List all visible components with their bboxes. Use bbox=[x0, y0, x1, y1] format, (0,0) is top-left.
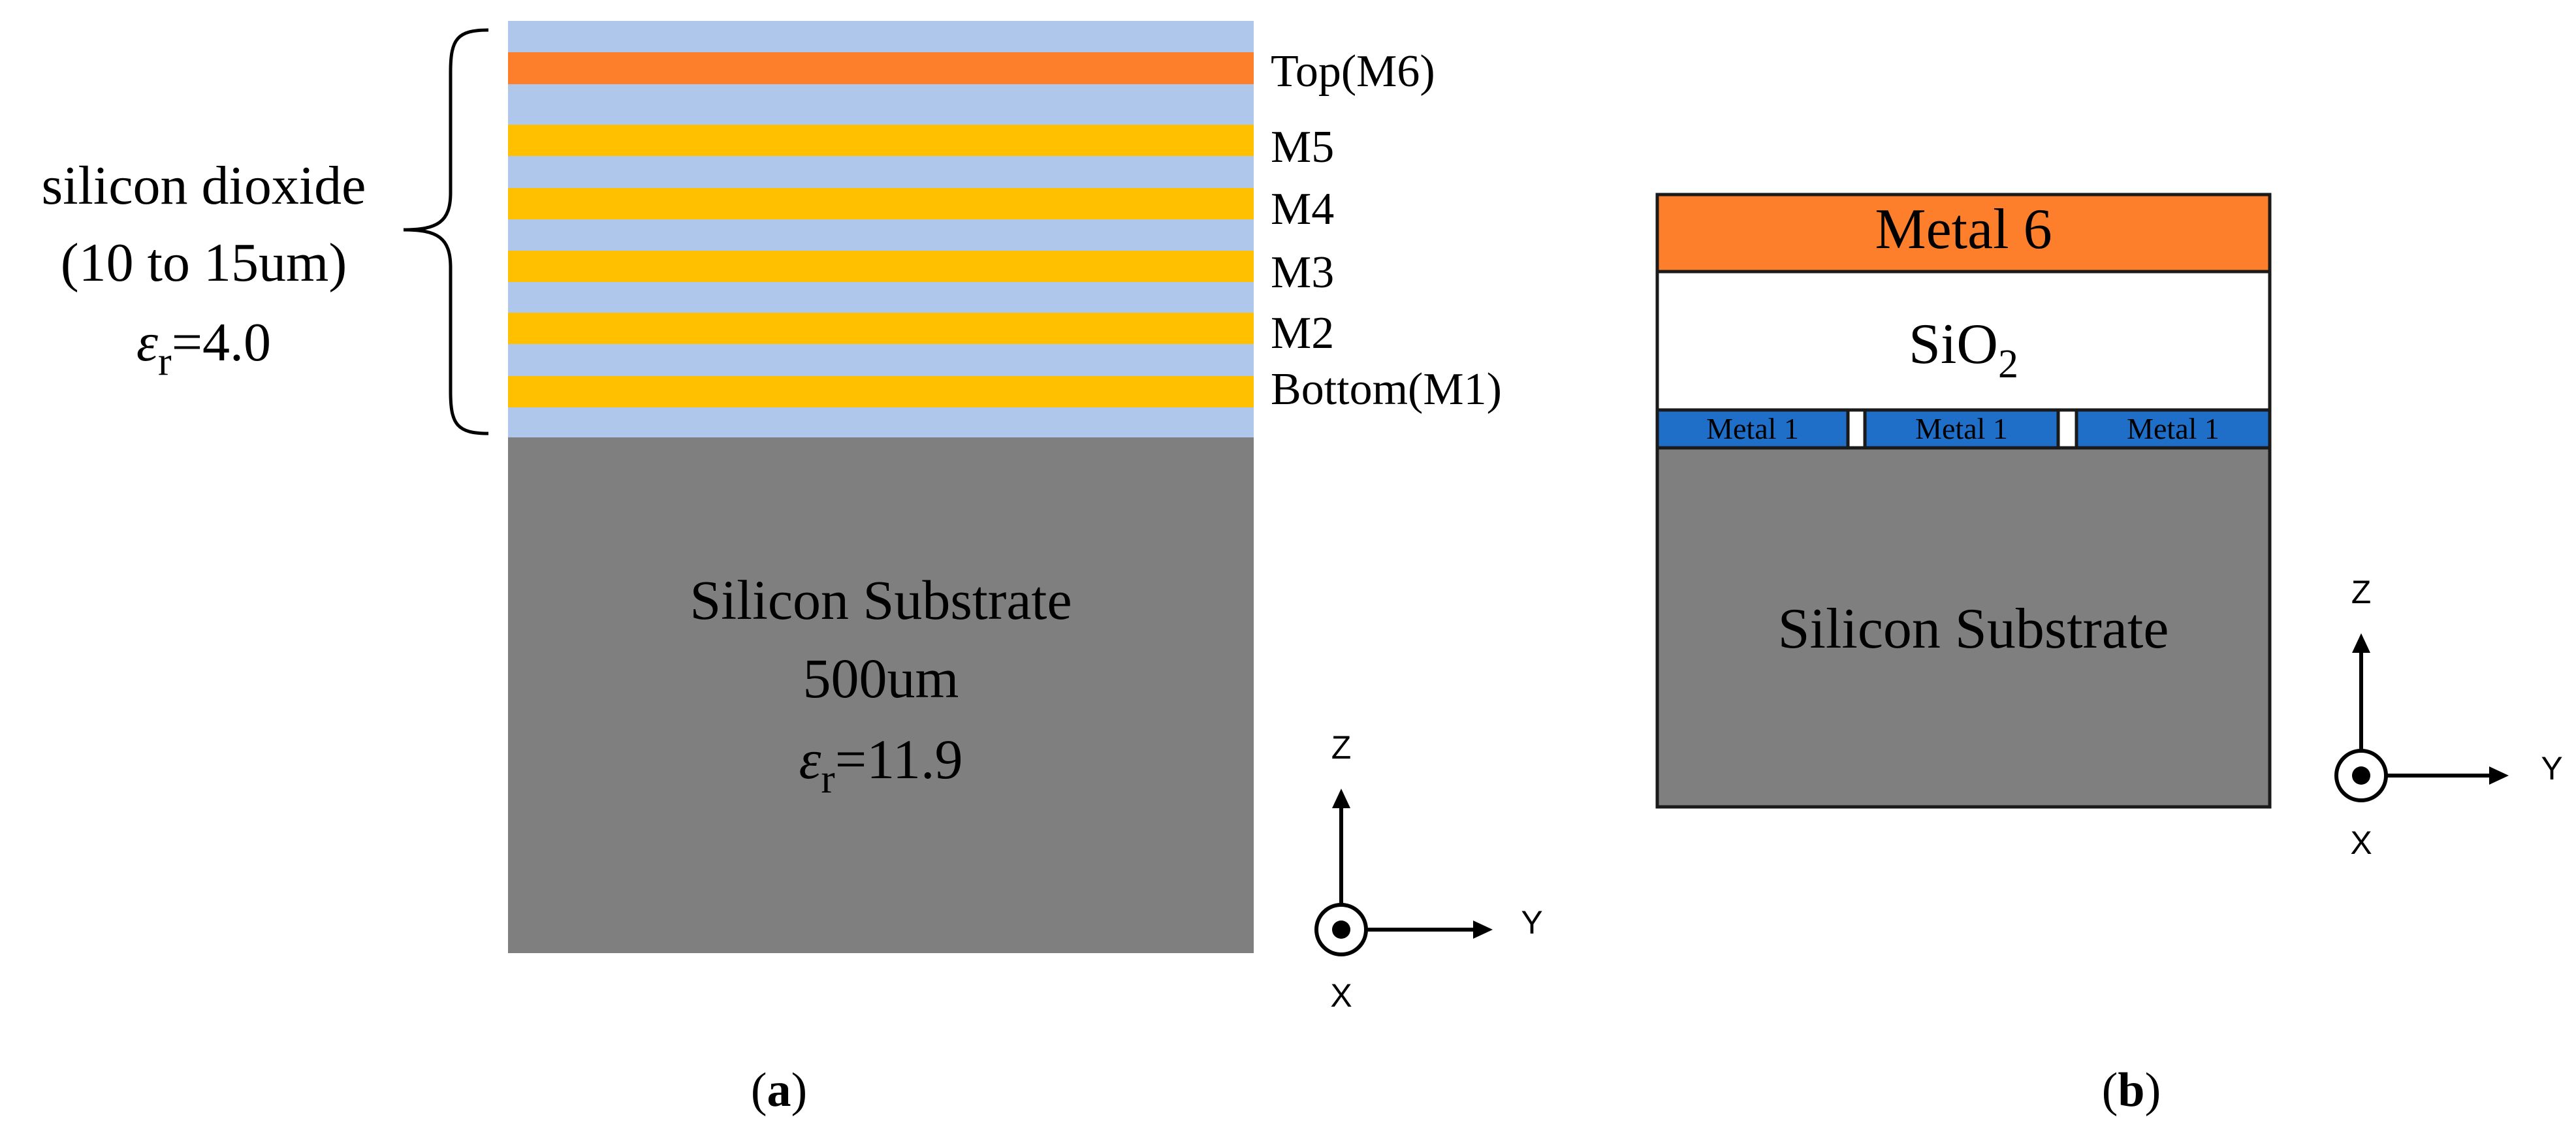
panel-b: Metal 6 SiO2 Metal 1 Metal 1 Metal 1 Sil… bbox=[1655, 193, 2563, 1117]
caption-a: (a) bbox=[751, 1063, 807, 1117]
layer-label-m3: M3 bbox=[1271, 247, 1334, 298]
metal-layer-m5 bbox=[508, 125, 1254, 156]
y-arrowhead bbox=[1473, 920, 1493, 939]
substrate-thickness: 500um bbox=[803, 647, 959, 710]
metal1-segment-2 bbox=[1863, 408, 2060, 450]
epsilon-subscript: r bbox=[158, 339, 172, 384]
axis-label-z: Z bbox=[1331, 729, 1352, 766]
metal-layer-top-m6 bbox=[508, 52, 1254, 84]
silicon-substrate-block bbox=[508, 437, 1254, 953]
epsilon-symbol: ε bbox=[799, 728, 821, 791]
oxide-stack bbox=[508, 21, 1254, 437]
epsilon-value: =4.0 bbox=[172, 312, 271, 373]
layer-label-top: Top(M6) bbox=[1271, 46, 1435, 97]
epsilon-subscript: r bbox=[821, 755, 835, 802]
layer-label-m5: M5 bbox=[1271, 122, 1334, 172]
epsilon-value: =11.9 bbox=[835, 728, 963, 791]
metal1-label-2: Metal 1 bbox=[1915, 412, 2008, 445]
sio2-main: SiO bbox=[1909, 313, 1998, 376]
caption-a-letter: a bbox=[767, 1063, 791, 1117]
metal1-label-1: Metal 1 bbox=[1706, 412, 1799, 445]
metal1-segment-1 bbox=[1655, 408, 1850, 450]
caption-b: (b) bbox=[2102, 1063, 2161, 1117]
substrate-name: Silicon Substrate bbox=[690, 569, 1072, 631]
axis-label-z: Z bbox=[2351, 574, 2372, 610]
axis-label-x: X bbox=[1330, 977, 1352, 1014]
metal-layer-bottom-m1 bbox=[508, 376, 1254, 407]
epsilon-symbol: ε bbox=[136, 312, 159, 373]
substrate-label-b: Silicon Substrate bbox=[1778, 597, 2169, 661]
oxide-label-line1: silicon dioxide bbox=[42, 155, 366, 216]
layer-label-m2: M2 bbox=[1271, 308, 1334, 358]
layer-label-bottom: Bottom(M1) bbox=[1271, 364, 1502, 415]
axis-label-y: Y bbox=[1521, 904, 1542, 941]
sio2-layer bbox=[1655, 270, 2272, 412]
z-arrowhead bbox=[2352, 633, 2370, 653]
metal-layer-m3 bbox=[508, 251, 1254, 282]
substrate-block-b bbox=[1655, 446, 2272, 809]
caption-b-letter: b bbox=[2118, 1063, 2144, 1117]
layer-label-m4: M4 bbox=[1271, 184, 1334, 234]
oxide-permittivity: εr=4.0 bbox=[136, 312, 271, 384]
metal-layer-m2 bbox=[508, 313, 1254, 344]
sio2-label: SiO2 bbox=[1909, 313, 2018, 386]
metal6-label: Metal 6 bbox=[1875, 198, 2052, 261]
axis-label-x: X bbox=[2350, 825, 2372, 861]
metal1-label-3: Metal 1 bbox=[2127, 412, 2219, 445]
metal1-segment-3 bbox=[2075, 408, 2272, 450]
axes-a: Z Y X bbox=[1314, 729, 1543, 1014]
oxide-label-line2: (10 to 15um) bbox=[61, 232, 347, 293]
panel-a: silicon dioxide (10 to 15um) εr=4.0 Top(… bbox=[42, 21, 1543, 1117]
z-arrowhead bbox=[1332, 789, 1350, 808]
oxide-brace bbox=[403, 28, 489, 435]
axis-label-y: Y bbox=[2541, 750, 2562, 787]
metal-layer-m4 bbox=[508, 188, 1254, 219]
axes-b: Z Y X bbox=[2334, 574, 2563, 861]
substrate-permittivity: εr=11.9 bbox=[799, 728, 962, 802]
sio2-subscript: 2 bbox=[1998, 342, 2018, 386]
y-arrowhead bbox=[2489, 766, 2509, 785]
